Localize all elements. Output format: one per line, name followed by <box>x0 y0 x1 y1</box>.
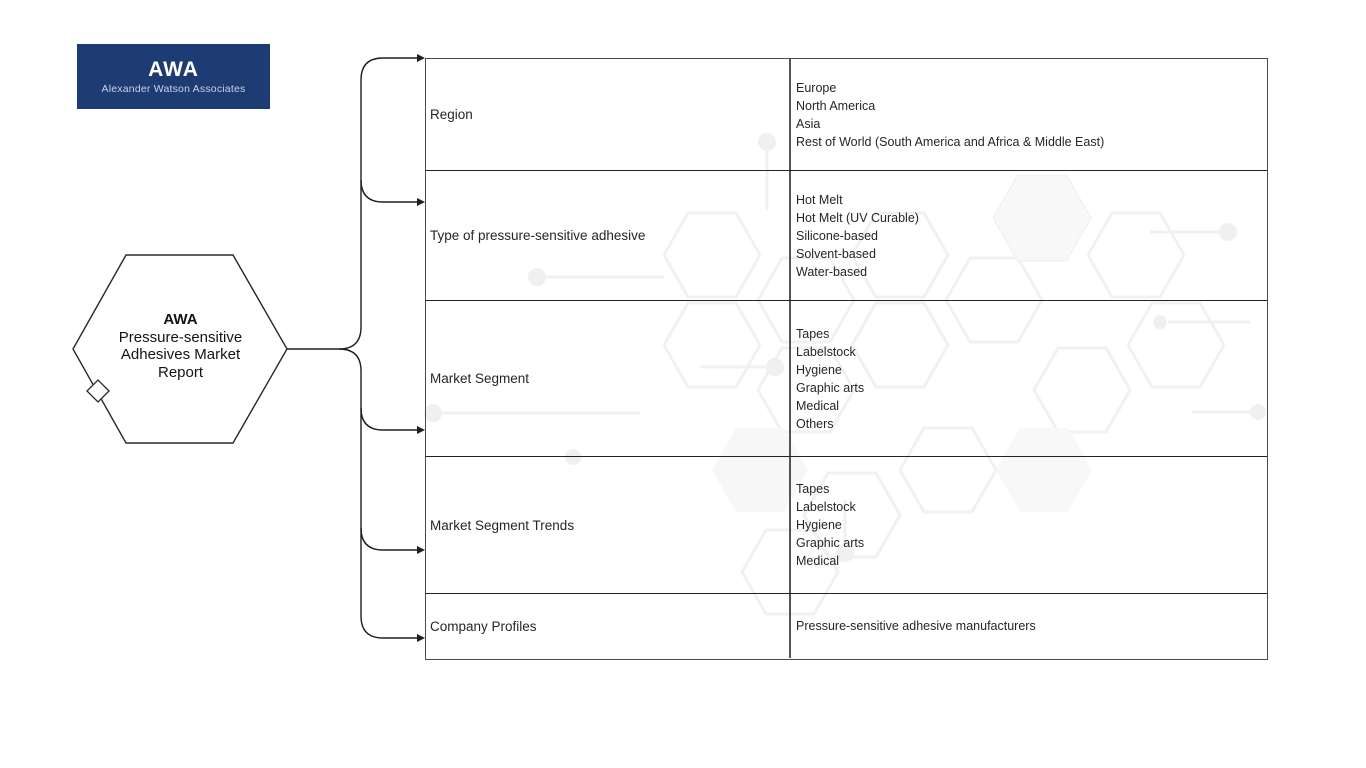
arrowhead-icon <box>417 546 425 554</box>
arrowhead-icon <box>417 198 425 206</box>
row-value-item: Solvent-based <box>796 246 876 261</box>
row-label: Market Segment Trends <box>430 517 575 533</box>
row-value-item: Rest of World (South America and Africa … <box>796 134 1105 149</box>
row-label-cell[interactable]: Region <box>426 59 791 170</box>
logo-title: AWA <box>148 57 199 81</box>
table-row-region[interactable]: Region Europe North America Asia Rest of… <box>426 59 1267 170</box>
row-value-item: Tapes <box>796 482 830 496</box>
circuit-traces <box>441 150 1250 545</box>
root-node-hexagon[interactable] <box>72 254 288 444</box>
row-value-item: Hot Melt <box>796 192 843 207</box>
root-node-subtitle-line: Adhesives Market <box>120 346 241 363</box>
row-value-item: Graphic arts <box>796 536 865 550</box>
row-value-item: Europe <box>796 80 837 95</box>
node-connection-handle-icon[interactable] <box>86 379 110 403</box>
report-structure-table: Region Europe North America Asia Rest of… <box>425 58 1268 660</box>
row-value-item: North America <box>796 98 876 113</box>
table-row-adhesive-type[interactable]: Type of pressure-sensitive adhesive Hot … <box>426 170 1267 300</box>
row-value-item: Medical <box>796 398 840 413</box>
row-value-item: Water-based <box>796 264 868 279</box>
arrowhead-icon <box>417 54 425 62</box>
table-row-market-segment[interactable]: Market Segment Tapes Labelstock Hygiene … <box>426 300 1267 456</box>
row-values-cell[interactable]: Europe North America Asia Rest of World … <box>791 59 1267 170</box>
row-value-item: Medical <box>796 554 840 568</box>
row-value-item: Others <box>796 416 834 431</box>
row-values-cell[interactable]: Tapes Labelstock Hygiene Graphic arts Me… <box>791 457 1267 593</box>
root-node-title: AWA <box>163 311 198 328</box>
root-node-subtitle-line: Report <box>157 363 204 381</box>
row-value-item: Labelstock <box>796 500 856 514</box>
logo-subtitle: Alexander Watson Associates <box>101 82 246 95</box>
row-value-item: Hygiene <box>796 362 842 377</box>
row-label: Market Segment <box>430 371 530 386</box>
row-values-cell[interactable]: Pressure-sensitive adhesive manufacturer… <box>791 594 1267 658</box>
row-value-item: Pressure-sensitive adhesive manufacturer… <box>796 619 1036 633</box>
row-value-item: Silicone-based <box>796 228 878 243</box>
row-label-cell[interactable]: Company Profiles <box>426 594 791 658</box>
root-node-label: AWA Pressure-sensitive Adhesives Market … <box>86 311 275 381</box>
row-label-cell[interactable]: Type of pressure-sensitive adhesive <box>426 171 791 300</box>
row-label: Type of pressure-sensitive adhesive <box>430 228 646 243</box>
row-values-cell[interactable]: Hot Melt Hot Melt (UV Curable) Silicone-… <box>791 171 1267 300</box>
row-value-item: Labelstock <box>796 344 856 359</box>
connector-tree <box>287 57 417 639</box>
row-values-cell[interactable]: Tapes Labelstock Hygiene Graphic arts Me… <box>791 301 1267 456</box>
background-pattern <box>424 133 1266 616</box>
row-label-cell[interactable]: Market Segment Trends <box>426 457 791 593</box>
arrowhead-icon <box>417 426 425 434</box>
row-label: Company Profiles <box>430 618 537 634</box>
root-node-subtitle-line: Pressure-sensitive <box>118 328 243 346</box>
row-value-item: Asia <box>796 116 821 131</box>
row-value-item: Graphic arts <box>796 380 865 395</box>
circuit-dots <box>424 133 1266 562</box>
row-value-item: Hygiene <box>796 518 842 532</box>
row-value-item: Tapes <box>796 326 830 341</box>
arrowhead-icon <box>417 634 425 642</box>
table-row-company-profiles[interactable]: Company Profiles Pressure-sensitive adhe… <box>426 593 1267 658</box>
awa-logo: AWA Alexander Watson Associates <box>77 44 270 109</box>
row-label: Region <box>430 107 473 122</box>
table-row-market-segment-trends[interactable]: Market Segment Trends Tapes Labelstock H… <box>426 456 1267 593</box>
row-label-cell[interactable]: Market Segment <box>426 301 791 456</box>
row-value-item: Hot Melt (UV Curable) <box>796 210 919 225</box>
